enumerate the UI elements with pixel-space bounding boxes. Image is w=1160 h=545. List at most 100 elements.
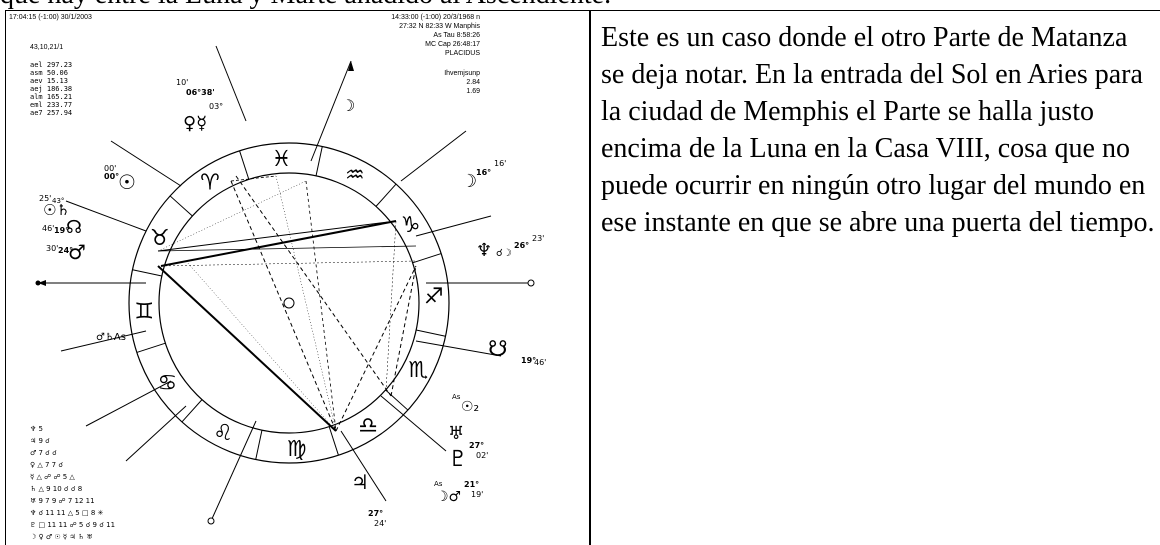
saturn-label-min: 25'	[39, 194, 51, 203]
saturn-label-deg: 43°	[52, 197, 64, 205]
zodiac-sign-icon: ♑	[401, 213, 421, 238]
asc-arrow	[38, 280, 46, 286]
chart-header-code: 43,10,21/1	[30, 44, 63, 51]
sign-divider	[132, 269, 162, 277]
sign-dividers	[132, 146, 446, 460]
sign-divider	[136, 342, 166, 353]
left-value-2: asm 50.06	[30, 69, 68, 77]
aspect-row-6: ♄ △ 9 10 ☌ ☌ 8	[30, 485, 82, 493]
node-glyph-icon: ☊	[66, 217, 82, 238]
zodiac-sign-icon: ♒	[345, 163, 365, 188]
as-sun-label: As	[452, 393, 461, 401]
jupiter-glyph-icon: ♃	[351, 470, 369, 494]
aspect-row-2: ♃ 9 ☌	[30, 437, 50, 445]
mars2-label-deg: 24°	[58, 246, 73, 255]
moon-right-min: 16'	[494, 159, 506, 168]
header-right-line-4: MC Cap 26:48:17	[425, 41, 480, 48]
libra-node-deg: 19°	[521, 356, 536, 365]
sign-divider	[239, 150, 250, 180]
aspect-row-3: ♂ 7 ☌ ☌	[30, 449, 57, 457]
neptune-deg: 26°	[514, 241, 529, 250]
uranus-glyph-icon: ♅	[448, 423, 464, 444]
outer-ring	[128, 142, 450, 464]
left-value-6: eml 233.77	[30, 101, 72, 109]
header-right-line-3: As Tau 8:58:26	[433, 32, 480, 39]
aspect-row-8: ♆ ☌ 11 11 △ 5 □ 8 ✳	[30, 509, 103, 517]
astrology-chart: 17:04:15 (-1:00) 30/1/2003 43,10,21/1 14…	[9, 14, 546, 541]
neptune-min: 23'	[532, 234, 544, 243]
mars3-min: 19'	[471, 490, 483, 499]
zodiac-glyphs: ♒♑♐♏♎♍♌♋♊♉♈♓	[134, 147, 443, 462]
aspect-row-7: ♅ 9 7 9 ☍ 7 12 11	[30, 497, 95, 505]
venus-glyph-icon: ♀☿	[183, 113, 207, 134]
sun-label-min: 00'	[104, 164, 116, 173]
ihvem-block: Ihvemjsunp 2.84 1.69	[444, 70, 480, 95]
zodiac-sign-icon: ♉	[150, 226, 170, 251]
mc-arrow	[348, 61, 354, 71]
left-values: ael 297.23 asm 50.06 aev 15.13 aej 186.3…	[30, 61, 72, 117]
as-label: As	[434, 480, 443, 488]
mars-saturn-as-icon: ♂♄As	[96, 332, 126, 343]
mars2-label-min: 30'	[46, 244, 58, 253]
left-value-1: ael 297.23	[30, 61, 72, 69]
pluto-glyph-icon: ♇	[448, 447, 468, 472]
mars3-deg: 21°	[464, 480, 479, 489]
ihvem-label: Ihvemjsunp	[444, 70, 480, 77]
ihvem-value-1: 2.84	[466, 79, 480, 86]
libra-node-glyph-icon: ☋	[488, 337, 508, 362]
sign-divider	[385, 389, 409, 411]
moon-glyph-top-icon: ☽	[341, 96, 355, 115]
sign-divider	[181, 399, 203, 423]
sign-divider	[315, 146, 323, 176]
zodiac-sign-icon: ♎	[358, 414, 378, 439]
jupiter-deg: 27°	[368, 509, 383, 518]
aspect-row-10: ☽ ♀ ♂ ☉ ☿ ♃ ♄ ♅	[30, 533, 93, 541]
center-dot	[283, 297, 295, 309]
mercury-label: 03°	[209, 102, 223, 111]
chart-cell: 17:04:15 (-1:00) 30/1/2003 43,10,21/1 14…	[6, 11, 591, 545]
sign-divider	[255, 430, 263, 460]
sun-glyph-icon: ☉	[118, 170, 136, 194]
ihvem-value-2: 1.69	[466, 88, 480, 95]
aspect-row-9: ♇ □ 11 11 ☍ 5 ☌ 9 ☌ 11	[30, 521, 115, 529]
chart-header-right: 14:33:00 (-1:00) 20/3/1968 n 27:32 N 82:…	[391, 14, 480, 57]
aspect-grid: ♆ 5 ♃ 9 ☌ ♂ 7 ☌ ☌ ♀ △ 7 7 ☌ ☿ △ ☍ ☍ 5 △ …	[30, 425, 115, 541]
left-value-5: alm 165.21	[30, 93, 72, 101]
moon-right-deg: 16°	[476, 168, 491, 177]
document-table: 17:04:15 (-1:00) 30/1/2003 43,10,21/1 14…	[5, 10, 1160, 545]
venus-label: 06°38'	[186, 88, 215, 97]
header-right-line-5: PLACIDUS	[445, 50, 480, 57]
zodiac-sign-icon: ♐	[424, 284, 444, 309]
zodiac-sign-icon: ♋	[158, 371, 178, 396]
libra-node-min: 46'	[534, 358, 546, 367]
inner-ring	[158, 172, 420, 434]
pluto-deg: 27°	[469, 441, 484, 450]
moon-right-glyph-icon: ☽	[461, 171, 477, 192]
neptune-aspect-icon: ☌☽	[496, 248, 512, 259]
zodiac-sign-icon: ♓	[272, 147, 292, 172]
text-cell: Este es un caso donde el otro Parte de M…	[591, 11, 1160, 545]
chart-header-left: 17:04:15 (-1:00) 30/1/2003	[9, 14, 92, 21]
sign-divider	[412, 253, 442, 264]
zodiac-sign-icon: ♍	[287, 437, 307, 462]
node-label-deg: 19°	[54, 226, 69, 235]
zodiac-sign-icon: ♊	[134, 300, 154, 325]
zodiac-sign-icon: ♌	[213, 421, 233, 446]
aspect-row-5: ☿ △ ☍ ☍ 5 △	[30, 473, 75, 481]
cusp-dot-east	[527, 279, 535, 287]
sign-divider	[416, 329, 446, 337]
partial-top-line: que hay entre la Luna y Marte añadido al…	[0, 0, 1160, 11]
sign-divider	[375, 183, 397, 207]
left-value-7: ae7 257.94	[30, 109, 72, 117]
mars2-glyph-icon: ♂	[68, 240, 86, 264]
sun-2-glyph-icon: ☉₂	[461, 399, 479, 415]
left-value-3: aev 15.13	[30, 77, 68, 85]
node-label-min: 46'	[42, 224, 54, 233]
sign-divider	[328, 426, 339, 456]
planet-glyphs: 10' 06°38' 03° ♀☿ ☽ 00' 00° ☉ 25' 43° ☉♄…	[39, 78, 546, 528]
aspect-row-4: ♀ △ 7 7 ☌	[30, 461, 63, 469]
left-value-4: aej 186.38	[30, 85, 72, 93]
moon-mars-glyph-icon: ☽♂	[436, 489, 461, 505]
zodiac-sign-icon: ♏	[408, 358, 428, 383]
sign-divider	[169, 195, 193, 217]
